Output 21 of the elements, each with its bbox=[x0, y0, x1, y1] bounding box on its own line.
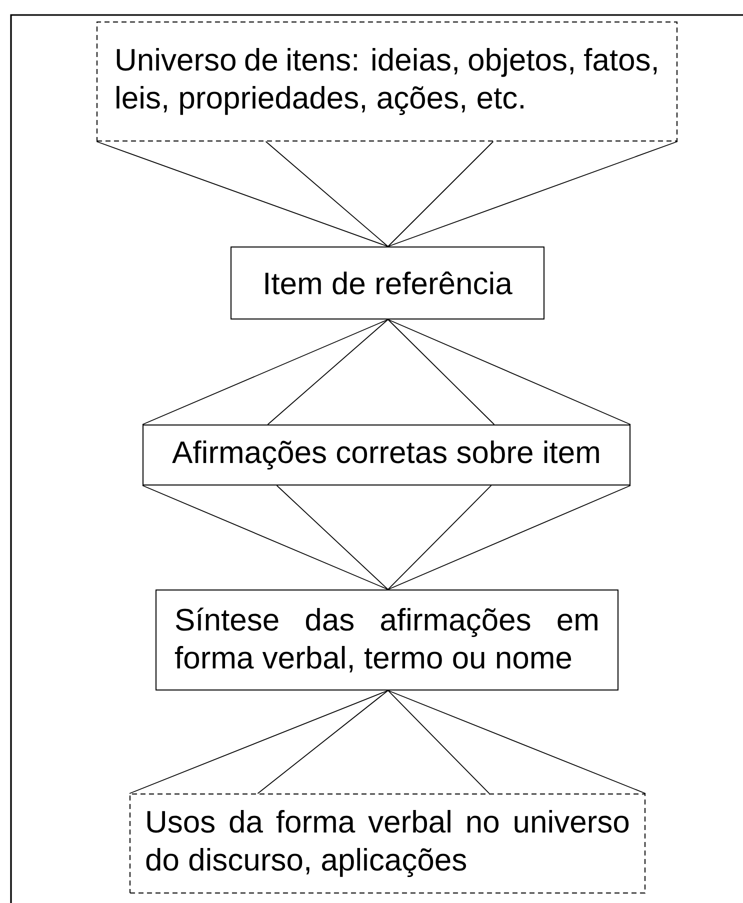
connector-line bbox=[388, 319, 495, 425]
connector-line bbox=[388, 485, 492, 590]
connector-line bbox=[257, 690, 388, 794]
connector-line bbox=[129, 690, 388, 794]
connector-line bbox=[96, 141, 388, 247]
process-box: Item de referência bbox=[230, 246, 544, 320]
connector-line bbox=[388, 690, 646, 794]
process-box: Síntese das afirmações em forma verbal, termo ou nome bbox=[156, 590, 618, 690]
connector-line bbox=[142, 485, 388, 590]
connector-line bbox=[142, 319, 388, 425]
dashed-box: Usos da forma verbal no universo do discurso, aplicações bbox=[130, 794, 646, 894]
connector-line bbox=[388, 141, 678, 247]
connector-line bbox=[267, 319, 388, 425]
connector-line bbox=[276, 485, 388, 590]
connector-line bbox=[388, 690, 490, 794]
connector-line bbox=[388, 141, 494, 247]
dashed-box: Universo de itens: ideias, objetos, fatos, leis, propriedades, ações, etc. bbox=[96, 22, 678, 142]
connector-line bbox=[388, 485, 631, 590]
process-box: Afirmações corretas sobre item bbox=[142, 424, 630, 486]
connector-line bbox=[265, 141, 388, 247]
connector-line bbox=[388, 319, 631, 425]
